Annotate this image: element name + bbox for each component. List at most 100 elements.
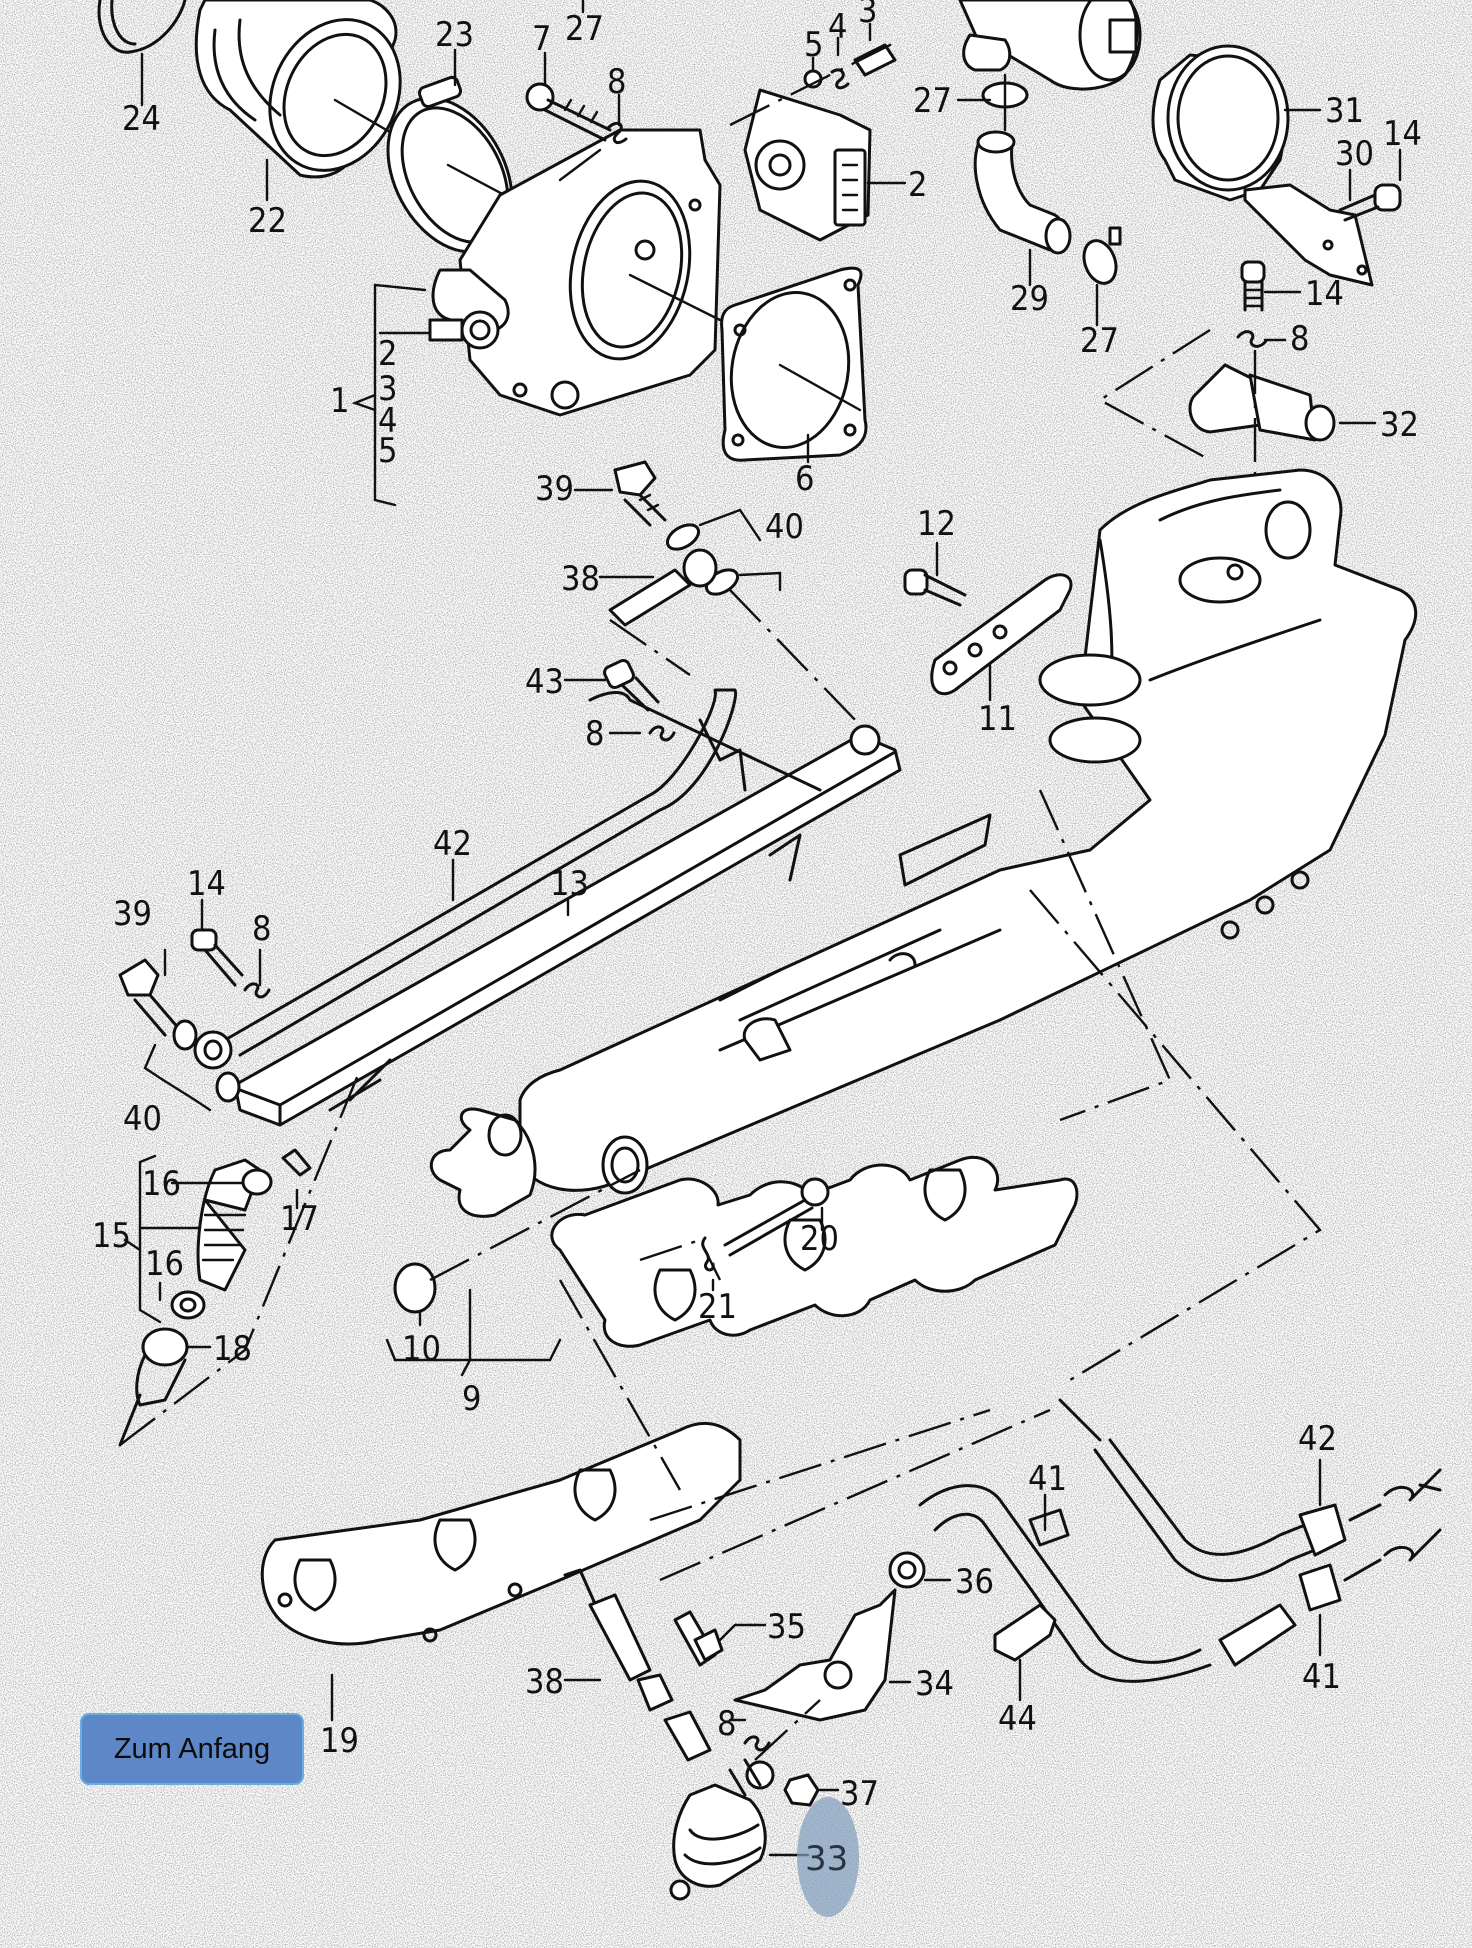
part-label-40: 40 xyxy=(123,1099,162,1139)
part-label-37: 37 xyxy=(840,1774,879,1814)
part-label-18: 18 xyxy=(213,1329,252,1369)
part-label-44: 44 xyxy=(998,1699,1037,1739)
part-label-41: 41 xyxy=(1028,1459,1067,1499)
part-label-31: 31 xyxy=(1325,91,1364,131)
part-label-5: 5 xyxy=(804,25,823,65)
part-14-bolt-b xyxy=(1240,260,1266,312)
part-42-return-hose xyxy=(1058,1398,1442,1583)
part-37-nut xyxy=(783,1773,820,1807)
part-label-27: 27 xyxy=(913,81,952,121)
part-label-16: 16 xyxy=(145,1244,184,1284)
part-14-bolt-a xyxy=(1338,183,1402,222)
part-label-32: 32 xyxy=(1380,405,1419,445)
part-label-20: 20 xyxy=(800,1219,839,1259)
highlight-part-33[interactable] xyxy=(797,1797,859,1917)
part-label-24: 24 xyxy=(122,99,161,139)
part-label-16: 16 xyxy=(142,1164,181,1204)
part-label-3: 3 xyxy=(858,0,877,31)
part-8-lock-washer-e xyxy=(743,1735,771,1752)
part-16-o-ring-b xyxy=(170,1290,206,1320)
part-22-intake-boot xyxy=(194,0,402,179)
part-7-bolt xyxy=(525,82,612,142)
part-11-bracket xyxy=(930,573,1073,696)
part-35-stud xyxy=(673,1610,724,1667)
part-label-8: 8 xyxy=(1290,319,1309,359)
part-label-42: 42 xyxy=(1298,1419,1337,1459)
part-1-throttle-body xyxy=(428,128,722,417)
part-label-11: 11 xyxy=(978,699,1017,739)
part-18-injector-holder xyxy=(135,1327,189,1407)
part-2-throttle-sensor xyxy=(743,88,872,242)
part-label-14: 14 xyxy=(187,864,226,904)
part-8-lock-washer-b xyxy=(1236,330,1268,348)
part-33-pressure-regulator xyxy=(669,1758,775,1901)
part-16-o-ring-a xyxy=(241,1168,273,1196)
part-label-4: 4 xyxy=(378,401,397,441)
part-label-5: 5 xyxy=(378,431,397,471)
part-20-bolt xyxy=(723,1177,830,1257)
part-8-lock-washer-d xyxy=(243,982,271,999)
part-label-36: 36 xyxy=(955,1562,994,1602)
part-6-gasket xyxy=(720,266,868,462)
part-label-39: 39 xyxy=(113,894,152,934)
part-label-42: 42 xyxy=(433,824,472,864)
part-label-40: 40 xyxy=(765,507,804,547)
part-label-13: 13 xyxy=(550,864,589,904)
part-44-clip xyxy=(993,1603,1057,1662)
part-label-34: 34 xyxy=(915,1664,954,1704)
part-label-27: 27 xyxy=(565,9,604,49)
part-30-bracket xyxy=(1243,183,1374,287)
part-label-12: 12 xyxy=(917,504,956,544)
part-label-43: 43 xyxy=(525,662,564,702)
intake-manifold xyxy=(429,468,1418,1218)
part-23-hose-clamp xyxy=(386,75,514,254)
part-3-4-5-screw-set xyxy=(729,38,901,127)
part-label-17: 17 xyxy=(280,1199,319,1239)
part-15-injector xyxy=(196,1158,262,1292)
part-label-14: 14 xyxy=(1305,274,1344,314)
part-label-15: 15 xyxy=(92,1216,131,1256)
part-36-nut xyxy=(888,1551,926,1589)
part-19-gasket xyxy=(260,1421,742,1646)
part-38-fuel-pipe-end-a xyxy=(608,548,718,627)
leader-lines xyxy=(123,0,1402,1857)
part-10-plug xyxy=(393,1262,437,1314)
part-43-bolt xyxy=(603,659,660,712)
part-31-sensor-cap xyxy=(1151,44,1290,202)
part-29-pipe xyxy=(973,130,1072,255)
part-label-39: 39 xyxy=(535,469,574,509)
part-12-bolt xyxy=(903,568,967,607)
part-label-14: 14 xyxy=(1383,114,1422,154)
part-27-clamp-b xyxy=(1082,226,1122,285)
part-label-23: 23 xyxy=(435,15,474,55)
part-9-gasket xyxy=(550,1155,1079,1348)
part-24-clamp xyxy=(97,0,187,54)
part-27-clamp-a xyxy=(981,73,1029,132)
part-label-2: 2 xyxy=(378,334,397,374)
part-label-2: 2 xyxy=(908,165,927,205)
part-label-38: 38 xyxy=(525,1662,564,1702)
part-label-9: 9 xyxy=(462,1379,481,1419)
part-label-38: 38 xyxy=(561,559,600,599)
part-label-8: 8 xyxy=(607,62,626,102)
part-14-bolt-c xyxy=(190,928,244,987)
part-label-6: 6 xyxy=(795,459,814,499)
part-label-27: 27 xyxy=(1080,321,1119,361)
part-label-19: 19 xyxy=(320,1721,359,1761)
part-label-4: 4 xyxy=(828,7,847,47)
part-39-banjo-bolt-a xyxy=(613,460,667,527)
back-to-top-button[interactable]: Zum Anfang xyxy=(80,1713,304,1785)
part-label-8: 8 xyxy=(717,1704,736,1744)
part-40-washers-b xyxy=(172,1019,241,1103)
part-label-35: 35 xyxy=(767,1607,806,1647)
part-38-fuel-pipe-end-b xyxy=(563,1568,712,1762)
part-42-fuel-line xyxy=(193,688,881,1070)
part-41-feed-hose xyxy=(918,1484,1442,1683)
part-8-lock-washer xyxy=(606,121,628,144)
part-28-housing xyxy=(958,0,1142,91)
part-label-3: 3 xyxy=(378,369,397,409)
part-label-10: 10 xyxy=(402,1329,441,1369)
